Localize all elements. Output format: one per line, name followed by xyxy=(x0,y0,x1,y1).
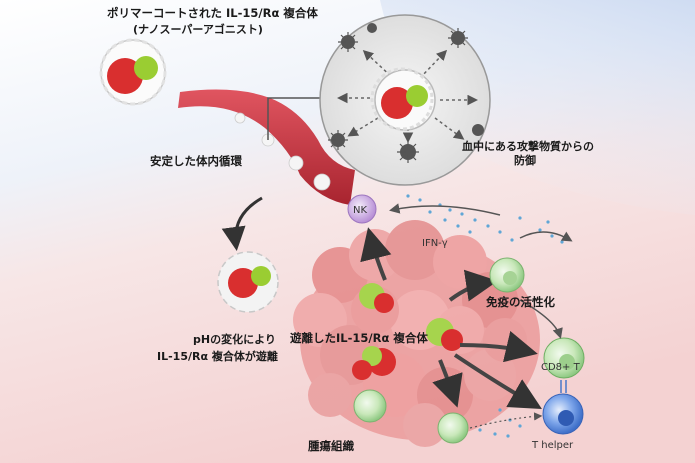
t-cell-top xyxy=(489,257,525,293)
t-cell-bottom xyxy=(437,412,469,444)
t-helper-label: T helper xyxy=(531,440,574,451)
bottom-to-helper xyxy=(469,412,543,429)
cd8-helper-link xyxy=(560,380,567,393)
ph-line2: IL-15/Rα 複合体が遊離 xyxy=(157,349,278,363)
activation-arrows xyxy=(360,227,542,409)
activation-to-cd8 xyxy=(519,299,563,339)
t-cell-bottom-left xyxy=(353,389,387,423)
t-helper-cell xyxy=(542,393,584,435)
arrow-to-release xyxy=(221,196,263,251)
coated-complex-inset xyxy=(370,67,436,131)
cd8-label: CD8+ T xyxy=(541,362,581,373)
blood-vessel xyxy=(178,89,355,205)
ifn-arrow-right xyxy=(519,231,573,242)
ifn-gamma-label: IFN-γ xyxy=(422,238,448,249)
ph-line1: pHの変化により xyxy=(193,332,276,346)
ifn-arrow xyxy=(389,203,501,216)
coated-complex-top xyxy=(99,38,167,106)
nk-cell xyxy=(347,194,377,224)
released-complexes xyxy=(352,283,463,380)
title-line1: ポリマーコートされた IL-15/Rα 複合体 xyxy=(107,6,318,20)
inset-connector xyxy=(267,97,322,140)
defense-line1: 血中にある攻撃物質からの xyxy=(462,139,594,153)
inset-zoom xyxy=(319,14,491,186)
stable-circulation-label: 安定した体内循環 xyxy=(150,154,242,168)
released-complex-label: 遊離したIL-15/Rα 複合体 xyxy=(290,331,428,345)
vessel-particles xyxy=(234,112,331,191)
immune-activation-label: 免疫の活性化 xyxy=(486,295,555,309)
title-line2: (ナノスーパーアゴニスト) xyxy=(133,22,263,36)
cd8-cell xyxy=(543,337,585,379)
coated-complex-ph xyxy=(217,251,279,313)
defense-line2: 防御 xyxy=(514,153,536,167)
tumor-tissue-label: 腫瘍組織 xyxy=(308,439,354,453)
nk-label: NK xyxy=(353,205,367,216)
